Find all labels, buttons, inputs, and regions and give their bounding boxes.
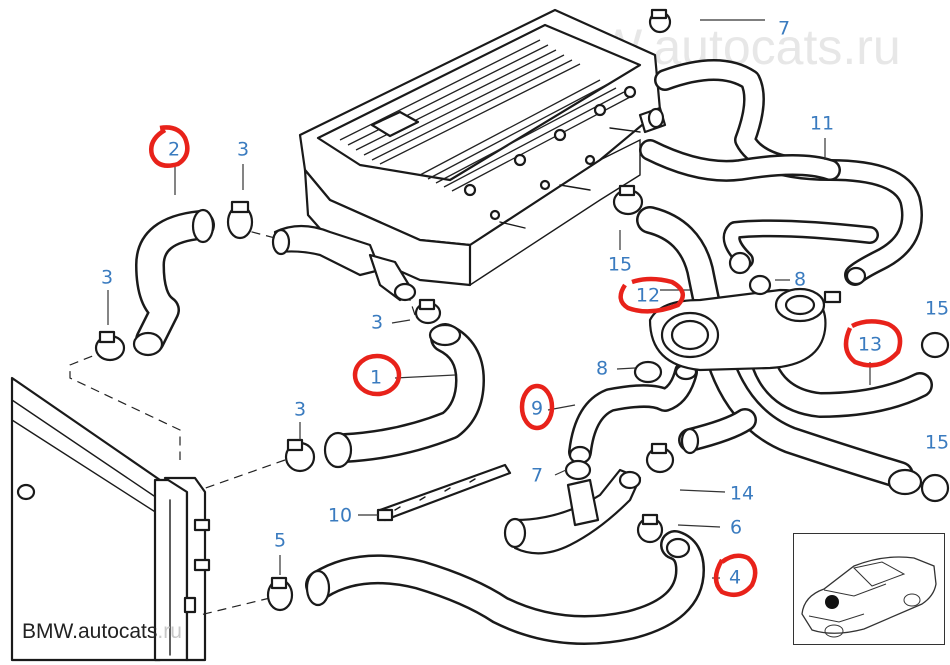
clamp-6 bbox=[636, 513, 664, 544]
hose-1-lower-radiator bbox=[323, 323, 485, 469]
hose-2-upper-left bbox=[132, 208, 215, 357]
leader-lines bbox=[107, 19, 871, 579]
watermark-tld: .ru bbox=[157, 620, 182, 643]
callout-6[interactable]: 6 bbox=[730, 517, 742, 539]
svg-text:11: 11 bbox=[810, 113, 834, 135]
clamp-3-upper bbox=[414, 298, 442, 325]
svg-text:3: 3 bbox=[371, 312, 383, 334]
callout-3-upper[interactable]: 3 bbox=[371, 312, 383, 334]
callout-4[interactable]: 4 bbox=[713, 553, 758, 598]
svg-text:7: 7 bbox=[778, 18, 790, 40]
callout-15-left[interactable]: 15 bbox=[608, 254, 632, 276]
watermark-brand: BMW. bbox=[22, 620, 78, 643]
svg-text:13: 13 bbox=[858, 334, 882, 356]
svg-text:4: 4 bbox=[729, 567, 741, 589]
clamp-3-top bbox=[226, 200, 254, 240]
clamp-3-left bbox=[94, 330, 126, 362]
valve-cover-fins bbox=[339, 39, 633, 192]
callout-14[interactable]: 14 bbox=[730, 483, 754, 505]
svg-text:10: 10 bbox=[328, 505, 352, 527]
svg-text:1: 1 bbox=[370, 367, 382, 389]
hose-14 bbox=[678, 408, 757, 455]
clamp-8-right bbox=[728, 251, 772, 296]
callout-3-mid[interactable]: 3 bbox=[294, 399, 306, 421]
svg-text:15: 15 bbox=[925, 432, 949, 454]
svg-text:9: 9 bbox=[531, 398, 543, 420]
clamp-15-right-top bbox=[920, 331, 950, 359]
callout-15-right-bottom[interactable]: 15 bbox=[925, 432, 950, 455]
cable-tie bbox=[376, 463, 512, 522]
svg-text:3: 3 bbox=[101, 267, 113, 289]
callout-10[interactable]: 10 bbox=[328, 505, 352, 527]
svg-text:3: 3 bbox=[294, 399, 306, 421]
engine-location-marker bbox=[825, 595, 839, 609]
svg-text:3: 3 bbox=[237, 139, 249, 161]
clamp-15-left bbox=[612, 184, 644, 216]
callout-7-bottom[interactable]: 7 bbox=[531, 465, 543, 487]
callout-8-right[interactable]: 8 bbox=[794, 269, 806, 291]
clamp-14 bbox=[645, 442, 675, 474]
hose-13-right bbox=[747, 337, 933, 418]
callout-11[interactable]: 11 bbox=[810, 113, 834, 135]
clamp-3-mid bbox=[284, 438, 316, 473]
radiator bbox=[10, 376, 211, 662]
svg-text:8: 8 bbox=[794, 269, 806, 291]
clamp-5 bbox=[266, 576, 294, 612]
callout-1[interactable]: 1 bbox=[352, 353, 402, 397]
callout-12[interactable]: 12 bbox=[618, 276, 686, 314]
thermostat-housing bbox=[648, 287, 842, 372]
callout-15-right-top[interactable]: 15 bbox=[925, 298, 950, 321]
hose-clamps bbox=[94, 8, 950, 612]
svg-text:15: 15 bbox=[608, 254, 632, 276]
clamp-7-bottom bbox=[564, 459, 592, 481]
t-pipe-connector bbox=[503, 468, 642, 555]
clamp-8-mid bbox=[633, 360, 663, 384]
svg-text:6: 6 bbox=[730, 517, 742, 539]
hose-4-bottom bbox=[305, 530, 705, 645]
callout-9[interactable]: 9 bbox=[519, 383, 555, 431]
watermark-domain: autocats bbox=[78, 620, 158, 643]
watermark-bottom: BMW.autocats.ru bbox=[22, 620, 182, 644]
svg-text:12: 12 bbox=[636, 285, 660, 307]
svg-text:8: 8 bbox=[596, 358, 608, 380]
hose-9 bbox=[568, 360, 698, 465]
callout-2[interactable]: 2 bbox=[149, 125, 190, 168]
callout-3-top[interactable]: 3 bbox=[237, 139, 249, 161]
clamp-15-right-bottom bbox=[920, 473, 950, 503]
callout-3-left[interactable]: 3 bbox=[101, 267, 113, 289]
head-bolts bbox=[463, 85, 641, 229]
clamp-7-top bbox=[648, 8, 672, 34]
callout-8-mid[interactable]: 8 bbox=[596, 358, 608, 380]
callouts: 1 2 3 3 3 3 4 5 6 7 7 bbox=[101, 18, 950, 598]
callout-7-top[interactable]: 7 bbox=[778, 18, 790, 40]
car-silhouette bbox=[801, 556, 937, 638]
vehicle-locator-inset bbox=[793, 533, 945, 645]
callout-5[interactable]: 5 bbox=[274, 530, 286, 552]
svg-text:14: 14 bbox=[730, 483, 754, 505]
hose-11-top-right bbox=[639, 59, 923, 286]
svg-text:2: 2 bbox=[168, 139, 180, 161]
svg-text:5: 5 bbox=[274, 530, 286, 552]
callout-13[interactable]: 13 bbox=[843, 319, 903, 368]
svg-text:7: 7 bbox=[531, 465, 543, 487]
svg-text:15: 15 bbox=[925, 298, 949, 320]
engine-cylinder-head bbox=[271, 8, 667, 302]
